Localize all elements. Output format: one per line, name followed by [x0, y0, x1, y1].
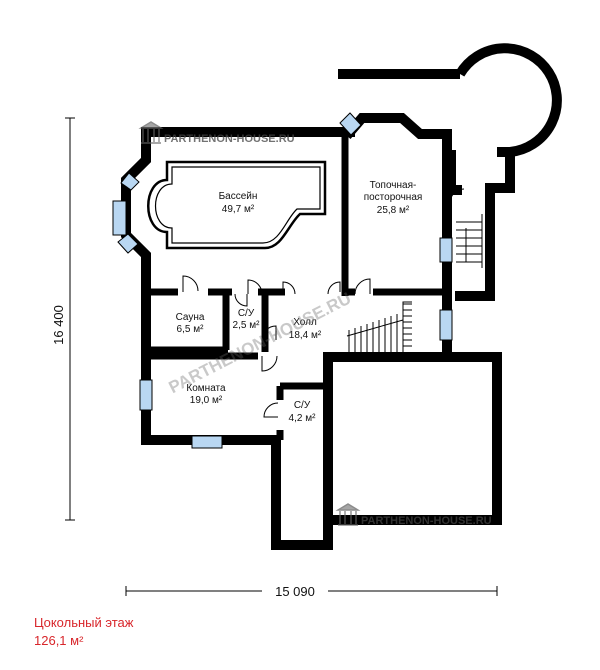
door-hall-left	[282, 281, 296, 295]
window-boiler	[439, 237, 453, 263]
room-pool-name: Бассейн	[219, 191, 258, 202]
door-hall-side	[261, 325, 277, 341]
door-wc1-b	[247, 279, 263, 295]
interior-walls	[150, 132, 447, 440]
watermark-top: PARTHENON-HOUSE.RU	[138, 121, 295, 145]
height-dimension	[65, 117, 75, 521]
door-boiler-stair	[449, 188, 465, 204]
watermark-bottom: PARTHENON-HOUSE.RU	[335, 503, 492, 527]
room-room-area: 19,0 м²	[190, 395, 223, 406]
tower-walls	[338, 43, 562, 301]
pool-basin	[147, 160, 327, 250]
garage-wall	[323, 352, 502, 525]
width-dimension-label: 15 090	[275, 584, 315, 599]
room-boiler-name-1: Топочная-	[370, 180, 417, 191]
room-boiler-name-2: посторочная	[364, 192, 423, 203]
staircase-boiler	[456, 214, 483, 268]
window-bay-bottom	[117, 233, 139, 254]
room-labels: Бассейн 49,7 м² Топочная- посторочная 25…	[176, 180, 423, 424]
room-hall-name: Холл	[293, 317, 317, 328]
room-wc2-area: 4,2 м²	[289, 413, 317, 424]
floor-area: 126,1 м²	[34, 633, 84, 648]
room-hall-area: 18,4 м²	[289, 330, 322, 341]
door-room	[261, 355, 278, 372]
door-sauna	[182, 275, 199, 292]
window-room	[139, 379, 153, 411]
door-wc2	[263, 402, 279, 418]
windows	[112, 112, 453, 449]
room-wc1-area: 2,5 м²	[233, 320, 261, 331]
height-dimension-label: 16 400	[51, 305, 66, 345]
floor-caption: Цокольный этаж 126,1 м²	[34, 614, 133, 650]
room-wc1-name: С/У	[238, 308, 255, 319]
room-sauna-area: 6,5 м²	[177, 324, 205, 335]
window-room-bottom	[191, 435, 223, 449]
room-pool-area: 49,7 м²	[222, 204, 255, 215]
door-wc1	[234, 293, 248, 307]
exterior-wall	[121, 127, 355, 550]
exterior-wall-right	[342, 113, 452, 355]
watermark-bottom-text: PARTHENON-HOUSE.RU	[361, 515, 492, 527]
room-wc2-name: С/У	[294, 400, 311, 411]
doors	[182, 188, 465, 418]
room-sauna-name: Сауна	[176, 312, 205, 323]
room-boiler-area: 25,8 м²	[377, 205, 410, 216]
door-boiler	[354, 278, 371, 295]
window-hall	[439, 309, 453, 341]
door-hall-right	[327, 281, 341, 295]
staircase-hall	[346, 301, 412, 356]
window-top-right	[339, 112, 362, 136]
watermark-top-text: PARTHENON-HOUSE.RU	[164, 133, 295, 145]
floor-title: Цокольный этаж	[34, 615, 134, 630]
window-bay-left	[112, 200, 127, 236]
room-room-name: Комната	[186, 383, 226, 394]
window-bay-top	[120, 172, 140, 191]
